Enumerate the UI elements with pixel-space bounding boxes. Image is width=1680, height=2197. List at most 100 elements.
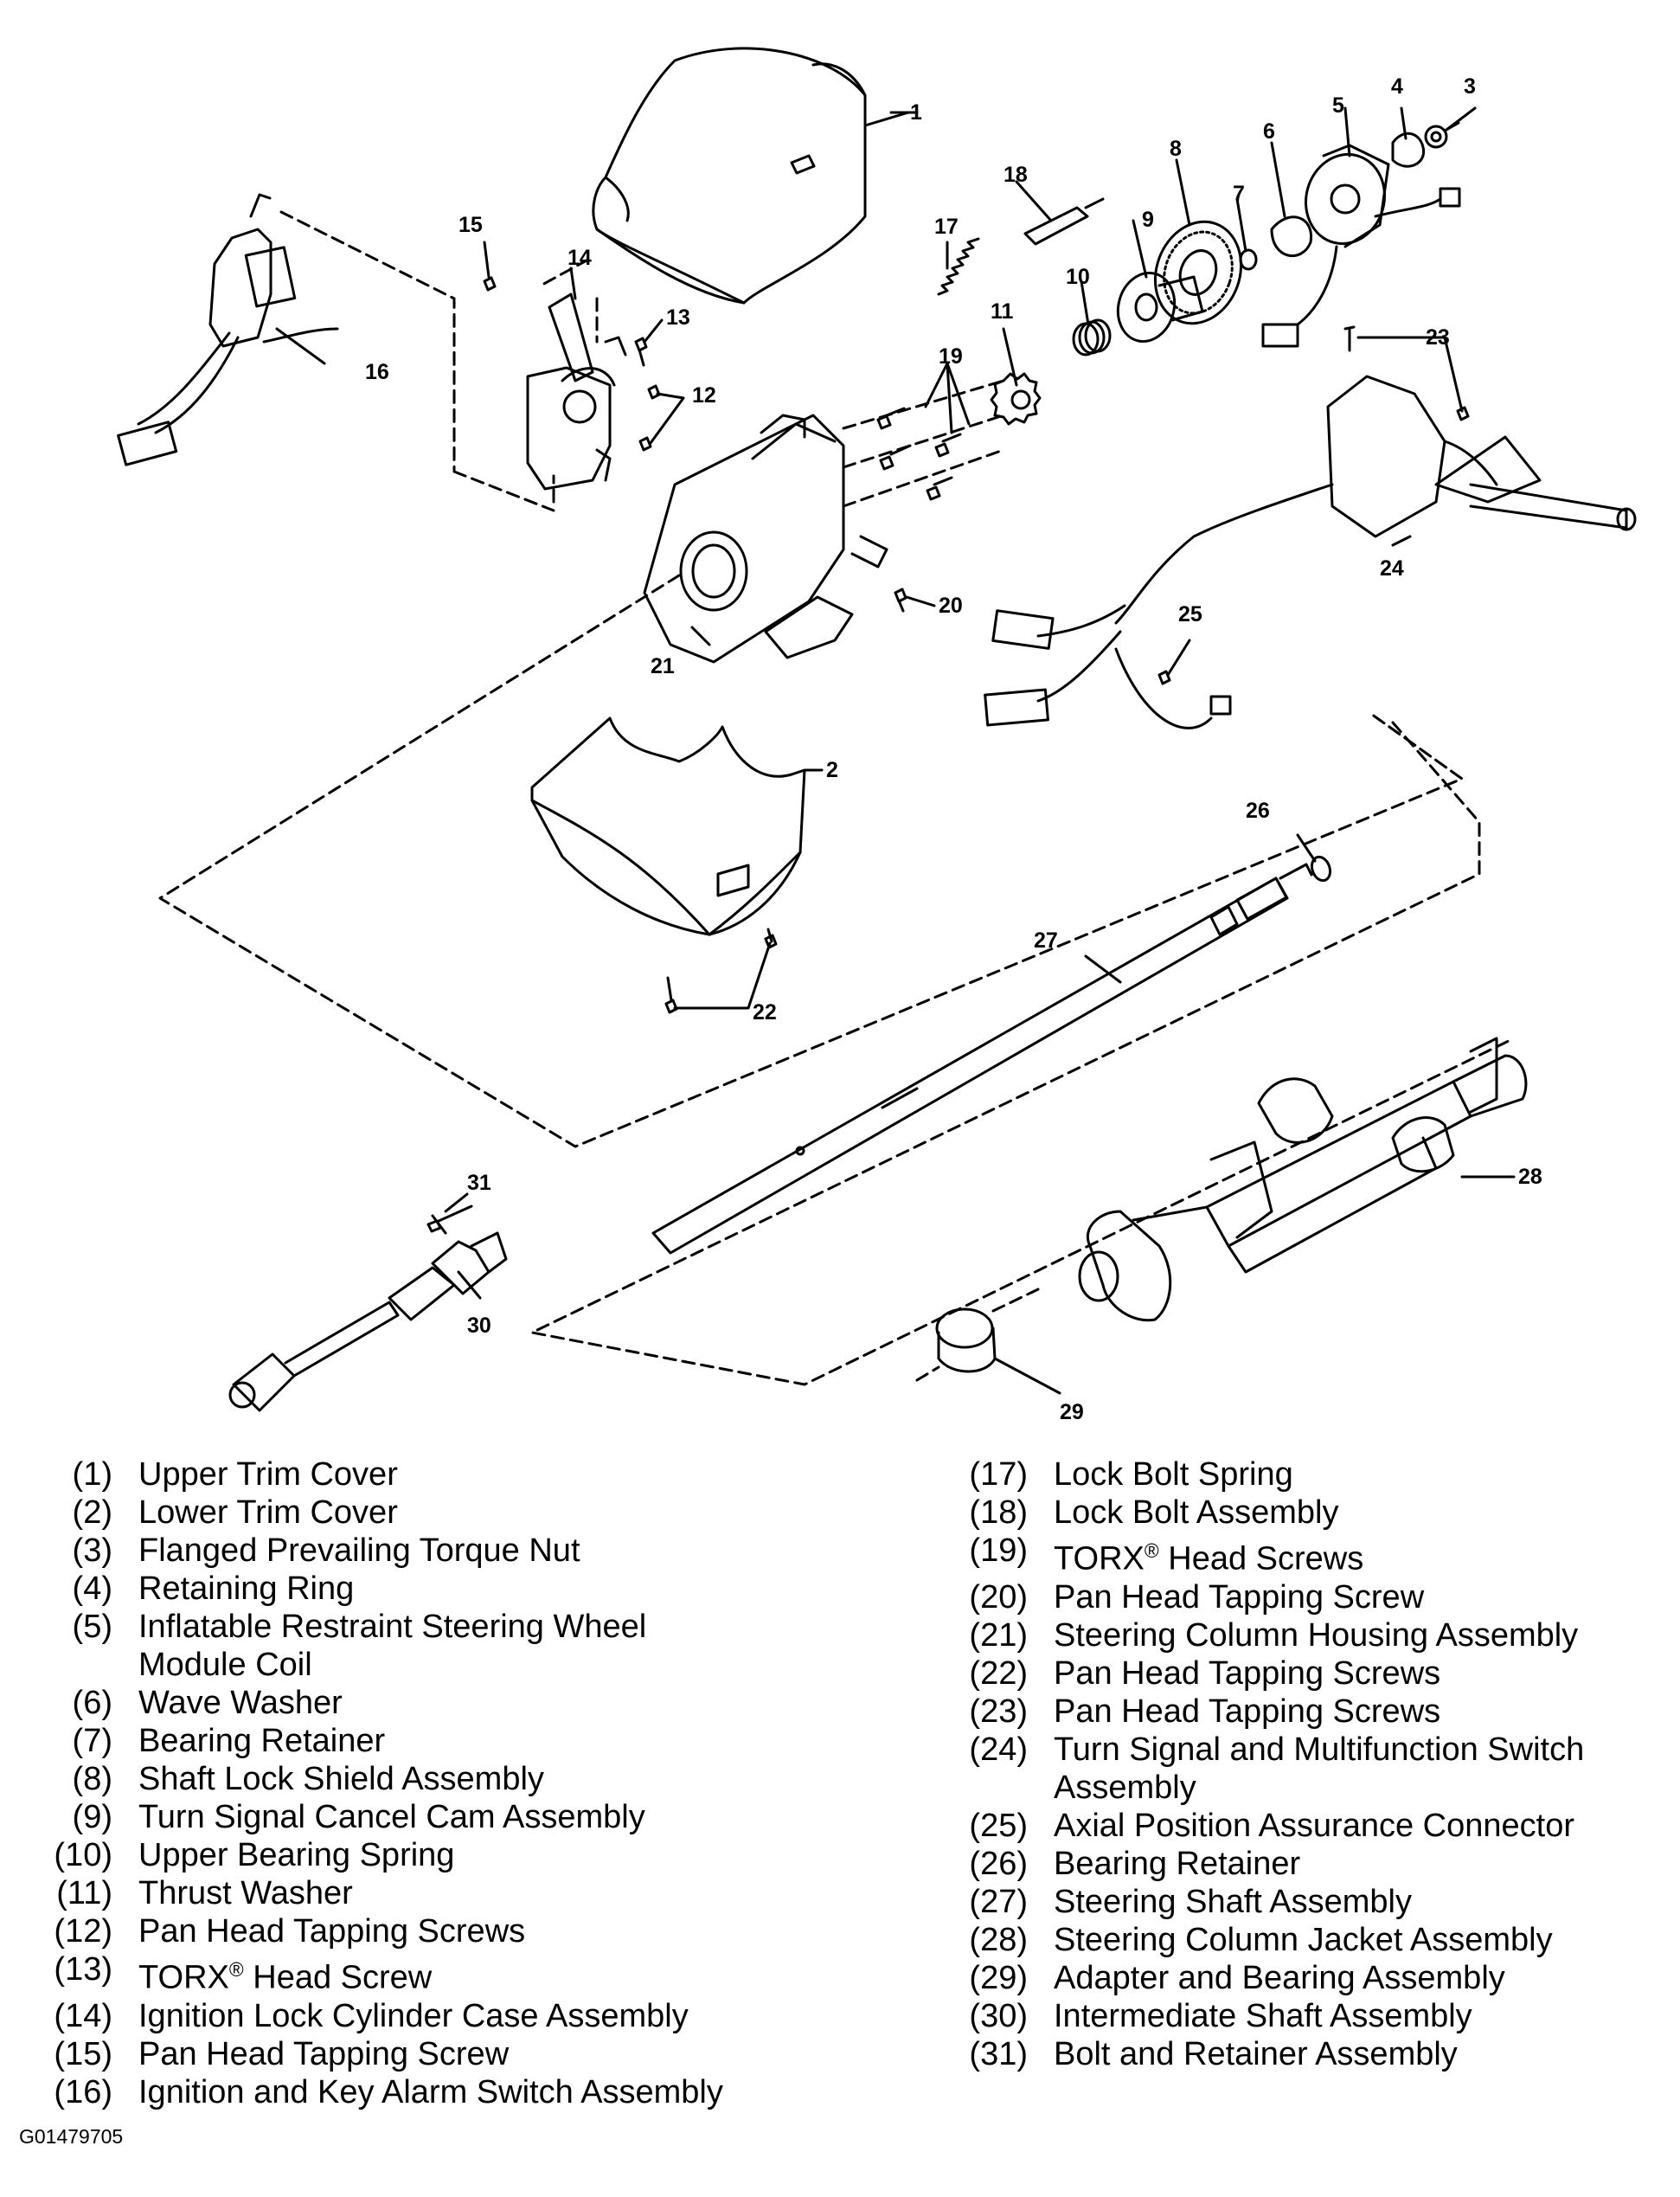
callout-30: 30	[467, 1314, 491, 1338]
callout-2: 2	[826, 758, 838, 782]
legend-item-number: (17)	[969, 1456, 1028, 1493]
callout-31: 31	[467, 1171, 491, 1195]
legend-item-number: (10)	[54, 1837, 112, 1873]
legend-item: (30)Intermediate Shaft Assembly	[934, 1997, 1678, 2035]
legend-item: (7)Bearing Retainer	[19, 1722, 798, 1760]
legend-item-number: (18)	[969, 1494, 1028, 1531]
legend-item-number: (30)	[969, 1997, 1028, 2034]
legend-item-label: TORX® Head Screw	[138, 1958, 433, 1996]
legend-item-label: Thrust Washer	[138, 1875, 353, 1911]
callout-25: 25	[1178, 602, 1202, 626]
retaining-ring	[1391, 132, 1426, 168]
legend-item-label: Ignition and Key Alarm Switch Assembly	[138, 2073, 723, 2110]
legend-item: (10)Upper Bearing Spring	[19, 1836, 798, 1874]
callout-5: 5	[1332, 93, 1344, 118]
bearing-retainer-7	[1239, 248, 1258, 271]
legend-item-number: (4)	[72, 1571, 112, 1607]
callout-4: 4	[1391, 74, 1403, 99]
legend-item-number: (1)	[72, 1456, 112, 1493]
callout-1: 1	[910, 100, 922, 125]
legend-item-number: (28)	[969, 1921, 1028, 1958]
intermediate-shaft	[228, 1214, 508, 1412]
callout-3: 3	[1464, 74, 1476, 99]
bolt-and-retainer	[426, 1204, 473, 1233]
legend-item: (12)Pan Head Tapping Screws	[19, 1912, 798, 1950]
legend-item-number: (14)	[54, 1997, 112, 2034]
legend-item-number: (25)	[969, 1807, 1028, 1844]
callout-12: 12	[692, 383, 716, 408]
legend-item-label: Bearing Retainer	[1054, 1845, 1301, 1882]
legend-item-label: Lock Bolt Assembly	[1054, 1494, 1339, 1531]
legend-item-number: (15)	[54, 2035, 112, 2072]
legend-item-number: (24)	[969, 1731, 1028, 1768]
callout-15: 15	[458, 213, 483, 237]
legend-item-number: (5)	[72, 1609, 112, 1645]
legend-item: (23)Pan Head Tapping Screws	[934, 1693, 1678, 1731]
legend-item-number: (16)	[54, 2073, 112, 2110]
legend-item-label: Turn Signal and Multifunction Switch	[1054, 1731, 1585, 1768]
legend-item-number: (31)	[969, 2035, 1028, 2072]
legend-item-number: (21)	[969, 1616, 1028, 1654]
legend-item-label: Bearing Retainer	[138, 1723, 386, 1759]
steering-column-jacket	[1078, 1037, 1528, 1322]
callout-22: 22	[753, 1000, 777, 1025]
callout-16: 16	[365, 360, 389, 384]
wave-washer	[1270, 215, 1312, 258]
callout-8: 8	[1170, 137, 1182, 161]
legend-item-label: Flanged Prevailing Torque Nut	[138, 1532, 580, 1569]
callout-26: 26	[1246, 799, 1270, 823]
legend-item: (26) Bearing Retainer	[934, 1845, 1678, 1883]
leader-dashed-27	[530, 721, 1516, 1386]
legend-item-number: (29)	[969, 1959, 1028, 1996]
legend-item-number: (8)	[72, 1761, 112, 1797]
legend-item: (8) Shaft Lock Shield Assembly	[19, 1760, 798, 1798]
callout-9: 9	[1142, 208, 1154, 232]
legend-item-number: (23)	[969, 1693, 1028, 1730]
legend-item: (3) Flanged Prevailing Torque Nut	[19, 1532, 798, 1570]
legend-item-number: (22)	[969, 1654, 1028, 1692]
turn-signal-cancel-cam	[1116, 271, 1204, 344]
legend-item-number: (26)	[969, 1845, 1028, 1882]
legend-item-label: Ignition Lock Cylinder Case Assembly	[138, 1997, 689, 2034]
legend-item-number: (13)	[54, 1951, 112, 1988]
legend-item: (4) Retaining Ring	[19, 1570, 798, 1608]
callout-11: 11	[991, 299, 1014, 324]
legend-item: (29)Adapter and Bearing Assembly	[934, 1959, 1678, 1997]
ignition-lock-cylinder-case	[526, 292, 627, 491]
legend-item: (2)Lower Trim Cover	[19, 1494, 798, 1532]
legend-item: (19)TORX® Head Screws	[934, 1532, 1678, 1578]
legend-item: (27)Steering Shaft Assembly	[934, 1883, 1678, 1921]
lock-bolt-assembly	[1023, 197, 1105, 246]
leader-lines	[275, 106, 1516, 1395]
legend-item-number: (3)	[72, 1532, 112, 1569]
legend-item-number: (9)	[72, 1799, 112, 1835]
lock-bolt-spring	[937, 237, 980, 296]
legend-item: (21)Steering Column Housing Assembly	[934, 1616, 1678, 1654]
legend-item: (25) Axial Position Assurance Connector	[934, 1807, 1678, 1845]
torx-head-screws	[876, 407, 962, 501]
legend-item: (14) Ignition Lock Cylinder Case Assembly	[19, 1997, 798, 2035]
legend-item-label: Retaining Ring	[138, 1571, 355, 1607]
legend-item: (22)Pan Head Tapping Screws	[934, 1654, 1678, 1693]
callout-13: 13	[666, 305, 690, 330]
legend-item: (6)Wave Washer	[19, 1684, 798, 1722]
legend-item-label: Steering Shaft Assembly	[1054, 1883, 1412, 1920]
legend-item: (24) Turn Signal and Multifunction Switch	[934, 1731, 1678, 1769]
legend-item-label: Upper Trim Cover	[138, 1456, 398, 1493]
legend-item-label: Shaft Lock Shield Assembly	[138, 1761, 544, 1797]
callout-19: 19	[939, 344, 963, 369]
turn-signal-multifunction-switch	[984, 375, 1637, 729]
legend-item: (11)Thrust Washer	[19, 1874, 798, 1912]
legend-item: (1) Upper Trim Cover	[19, 1455, 798, 1494]
legend-item-label: Bolt and Retainer Assembly	[1054, 2035, 1458, 2072]
callout-27: 27	[1034, 928, 1058, 953]
legend-item-label: Axial Position Assurance Connector	[1054, 1807, 1574, 1844]
legend-item-label: Pan Head Tapping Screws	[138, 1913, 526, 1950]
callout-labels: 1 2 3 4 5 6 7 8 9 10 11 12 13 14 15 16 1…	[365, 74, 1542, 1424]
callout-18: 18	[1004, 163, 1028, 187]
legend-item-label: Pan Head Tapping Screw	[138, 2035, 510, 2072]
steering-column-housing	[643, 414, 888, 664]
legend-item: (5)Inflatable Restraint Steering Wheel	[19, 1608, 798, 1646]
lower-trim-cover	[530, 716, 806, 936]
legend-item-number: (6)	[72, 1685, 112, 1721]
